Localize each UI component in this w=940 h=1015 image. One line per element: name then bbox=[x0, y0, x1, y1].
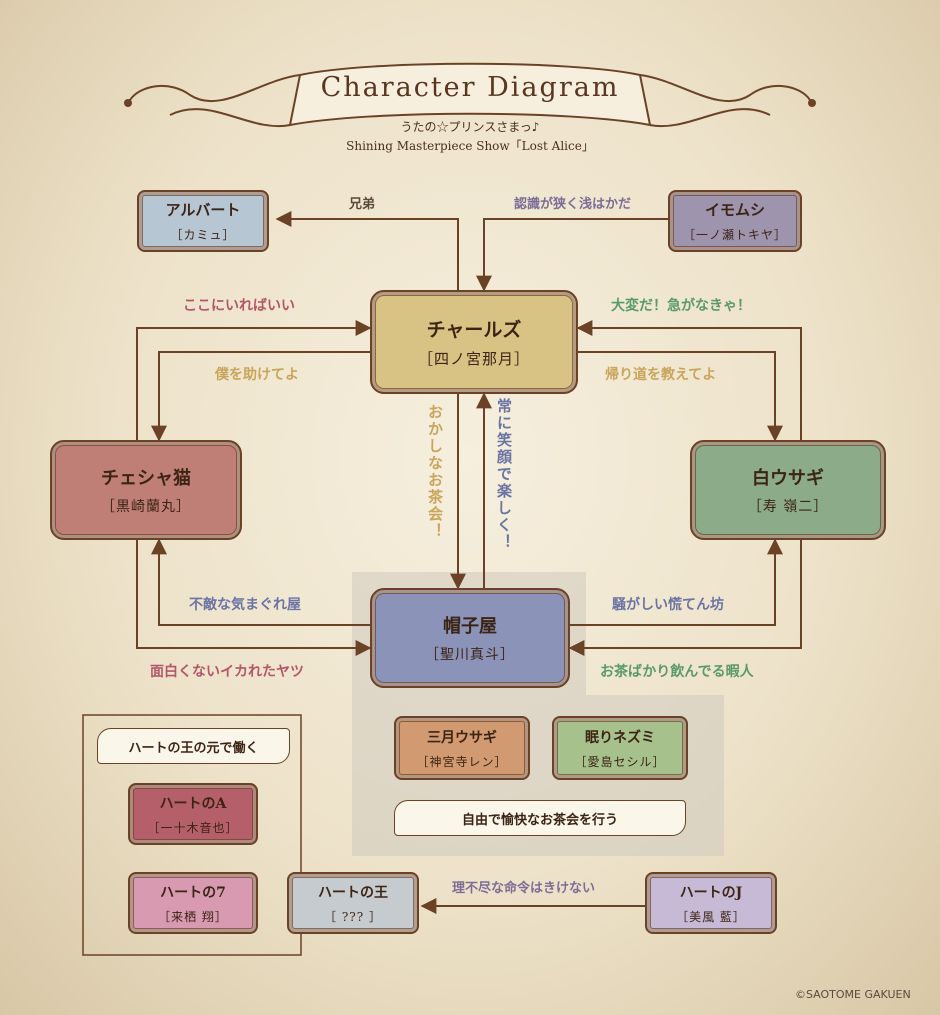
role-name: チェシャ猫 bbox=[101, 468, 191, 489]
cast-name: ［愛島セシル］ bbox=[574, 754, 666, 769]
relation-charles-to-rabbit: 帰り道を教えてよ bbox=[605, 367, 717, 383]
relation-rabbit-to-charles: 大変だ！急がなきゃ！ bbox=[611, 298, 751, 314]
diagram-title: Character Diagram bbox=[320, 72, 620, 103]
relation-heartj-to-king: 理不尽な命令はきけない bbox=[452, 881, 596, 896]
character-albert: アルバート ［カミュ］ bbox=[137, 190, 269, 252]
cast-name: ［来栖 翔］ bbox=[158, 909, 228, 924]
character-cheshire: チェシャ猫 ［黒崎蘭丸］ bbox=[50, 440, 242, 540]
relation-rabbit-to-hatter: お茶ばかり飲んでる暇人 bbox=[600, 664, 754, 680]
cast-name: ［四ノ宮那月］ bbox=[417, 350, 530, 368]
relation-charles-to-hatter: おかしなお茶会！ bbox=[426, 404, 444, 540]
copyright: ©SAOTOME GAKUEN bbox=[795, 988, 911, 1001]
cast-name: ［神宮寺レン］ bbox=[416, 754, 508, 769]
cast-name: ［一ノ瀬トキヤ］ bbox=[682, 228, 787, 242]
character-heart-j: ハートのJ ［美風 藍］ bbox=[645, 872, 777, 934]
character-hatter: 帽子屋 ［聖川真斗］ bbox=[370, 588, 570, 688]
tea-party-scroll: 自由で愉快なお茶会を行う bbox=[394, 800, 686, 836]
character-heart-king: ハートの王 ［ ??? ］ bbox=[287, 872, 419, 934]
relation-hatter-to-rabbit: 騒がしい慌てん坊 bbox=[612, 597, 724, 613]
character-imomushi: イモムシ ［一ノ瀬トキヤ］ bbox=[668, 190, 802, 252]
role-name: チャールズ bbox=[426, 319, 522, 341]
character-heart-a: ハートのA ［一十木音也］ bbox=[128, 783, 258, 845]
cast-name: ［黒崎蘭丸］ bbox=[101, 499, 191, 515]
cast-name: ［カミュ］ bbox=[170, 228, 236, 242]
title-ribbon bbox=[124, 62, 816, 128]
character-charles: チャールズ ［四ノ宮那月］ bbox=[370, 290, 578, 394]
relation-cheshire-to-hatter: 面白くないイカれたヤツ bbox=[150, 664, 304, 680]
role-name: ハートのA bbox=[159, 795, 227, 812]
character-dormouse: 眠りネズミ ［愛島セシル］ bbox=[552, 716, 688, 780]
role-name: イモムシ bbox=[704, 201, 765, 219]
cast-name: ［美風 藍］ bbox=[676, 909, 746, 924]
character-march-hare: 三月ウサギ ［神宮寺レン］ bbox=[394, 716, 530, 780]
heart-group-scroll: ハートの王の元で働く bbox=[97, 728, 290, 764]
heart-group-frame bbox=[82, 714, 302, 956]
cast-name: ［一十木音也］ bbox=[147, 820, 239, 835]
relation-hatter-to-cheshire: 不敵な気まぐれ屋 bbox=[189, 597, 301, 613]
role-name: ハートの王 bbox=[318, 884, 388, 901]
role-name: 白ウサギ bbox=[752, 468, 824, 489]
character-heart-7: ハートの7 ［来栖 翔］ bbox=[128, 872, 258, 934]
cast-name: ［ ??? ］ bbox=[324, 909, 382, 924]
cast-name: ［聖川真斗］ bbox=[425, 647, 515, 663]
role-name: 眠りネズミ bbox=[585, 729, 655, 746]
role-name: ハートの7 bbox=[160, 884, 226, 901]
relation-imomushi-charles: 認識が狭く浅はかだ bbox=[514, 197, 632, 212]
cast-name: ［寿 嶺二］ bbox=[747, 499, 829, 515]
relation-hatter-to-charles: 常に笑顔で楽しく！ bbox=[495, 398, 513, 551]
relation-cheshire-to-charles: ここにいればいい bbox=[183, 298, 295, 314]
subtitle-line1: うたの☆プリンスさまっ♪ bbox=[400, 120, 540, 134]
role-name: 三月ウサギ bbox=[427, 729, 497, 746]
subtitle-line2: Shining Masterpiece Show「Lost Alice」 bbox=[346, 139, 594, 153]
character-white-rabbit: 白ウサギ ［寿 嶺二］ bbox=[690, 440, 886, 540]
relation-charles-to-cheshire: 僕を助けてよ bbox=[215, 367, 299, 383]
relation-albert-charles: 兄弟 bbox=[349, 197, 376, 212]
role-name: 帽子屋 bbox=[443, 616, 497, 637]
role-name: アルバート bbox=[165, 201, 241, 219]
role-name: ハートのJ bbox=[679, 884, 743, 901]
